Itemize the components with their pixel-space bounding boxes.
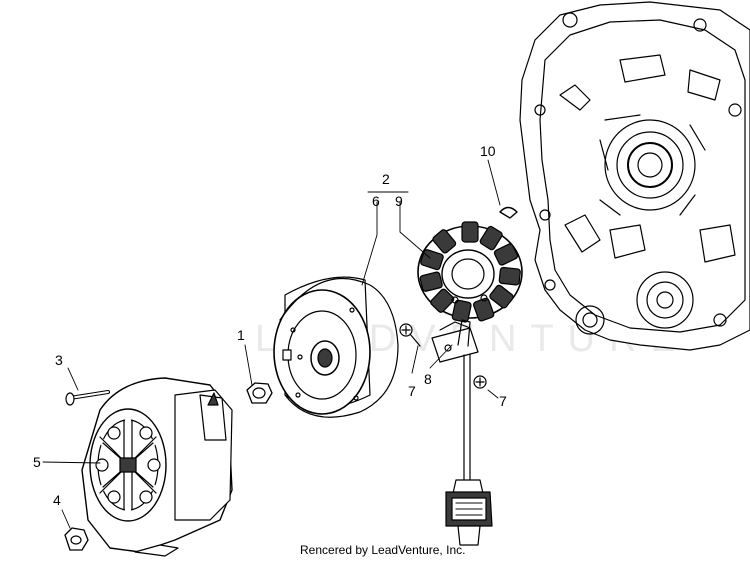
stator-screw-b [473,375,487,389]
pickup-coil [431,319,479,363]
flywheel-cover [81,377,233,557]
flywheel [273,276,399,418]
engine-crankcase [519,1,750,351]
callout-5: 5 [33,454,41,470]
stator [417,221,523,323]
woodruff-key [499,206,518,219]
cover-nut [64,527,89,551]
leader-lines [42,159,501,529]
callout-4: 4 [53,492,61,508]
callout-1: 1 [237,327,245,343]
callout-7b: 7 [499,393,507,409]
callout-10: 10 [480,143,496,159]
callout-7a: 7 [408,383,416,399]
callout-8: 8 [424,371,432,387]
cover-bolt [65,390,110,406]
credit-text: Rencered by LeadVenture, Inc. [300,543,466,557]
callout-2: 2 [382,171,390,187]
flywheel-nut [246,382,273,404]
wire-harness [445,354,493,546]
callout-9: 9 [395,193,403,209]
stator-screw-a [399,323,421,347]
callout-3: 3 [55,352,63,368]
callout-6: 6 [372,193,380,209]
